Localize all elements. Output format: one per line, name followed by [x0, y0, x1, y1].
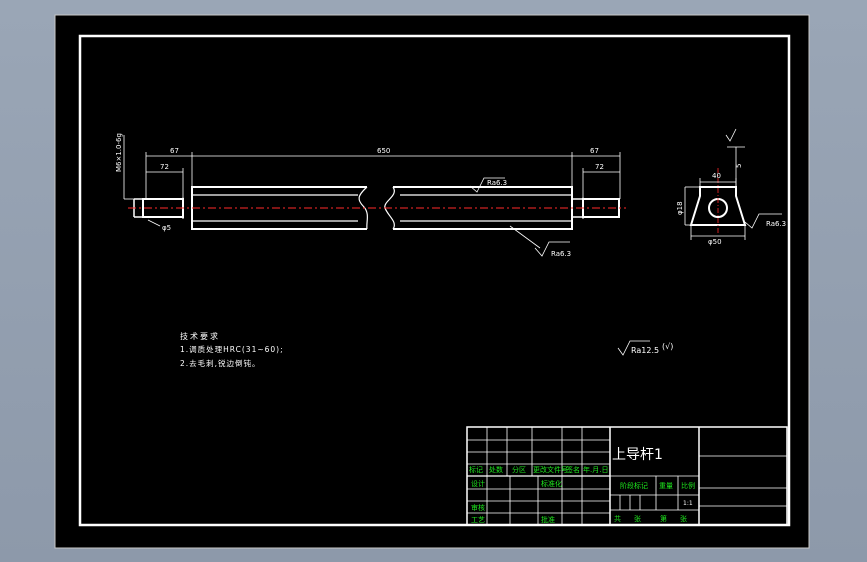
- general-roughness: Ra12.5 (√): [617, 340, 673, 356]
- dim-section-width: 40: [712, 172, 721, 180]
- tb-header-3: 更改文件号: [533, 465, 568, 474]
- tb-approve: 批准: [541, 515, 555, 524]
- section-view: [684, 128, 782, 240]
- main-part-view: [128, 186, 626, 230]
- sheet-inner-frame: [78, 34, 791, 527]
- dim-top-left: 67: [170, 147, 179, 155]
- tb-review: 审核: [471, 503, 485, 512]
- tb-header-0: 标记: [469, 465, 483, 474]
- tb-scale-value: 1:1: [683, 500, 693, 507]
- notes-line-1: 1.调质处理HRC(31~60);: [180, 344, 284, 354]
- tb-design: 设计: [471, 479, 485, 488]
- tb-header-4: 签名: [566, 465, 580, 474]
- general-roughness-value: Ra12.5: [631, 346, 659, 355]
- dim-left-end-dia: φ5: [162, 224, 171, 232]
- dim-left-short: 72: [160, 163, 169, 171]
- title-block: [466, 426, 788, 526]
- part-name: 上导杆1: [612, 447, 663, 463]
- tb-header-5: 年.月.日: [583, 465, 608, 474]
- section-texts: 40 5 φ18 φ50 Ra6.3: [676, 164, 786, 246]
- dim-top-right: 67: [590, 147, 599, 155]
- tb-header-1: 处数: [489, 465, 503, 474]
- tb-sheet-total: 共: [614, 514, 621, 523]
- dim-total-length: 650: [377, 147, 390, 155]
- notes-line-2: 2.去毛刺,锐边倒钝。: [180, 358, 261, 368]
- roughness-top: Ra6.3: [487, 179, 507, 187]
- main-dimension-texts: 67 650 67 72 72 φ5 M6×1.0-6g Ra6.3 Ra6.3: [115, 133, 604, 258]
- general-roughness-paren: (√): [662, 342, 673, 351]
- tb-sheet-no: 第: [660, 514, 667, 523]
- tb-process: 工艺: [471, 516, 485, 524]
- tb-header-2: 分区: [512, 465, 526, 474]
- tb-scale-label: 比例: [681, 481, 695, 490]
- dim-right-short: 72: [595, 163, 604, 171]
- technical-notes: 技术要求 1.调质处理HRC(31~60); 2.去毛刺,锐边倒钝。: [180, 331, 284, 368]
- notes-title: 技术要求: [180, 331, 220, 341]
- main-dimensions: [123, 135, 621, 257]
- tb-standardize: 标准化: [541, 479, 562, 488]
- tb-stage-mark: 阶段标记: [620, 481, 648, 490]
- dim-section-bore: φ50: [708, 238, 722, 246]
- title-block-texts: 上导杆1 标记 处数 分区 更改文件号 签名 年.月.日 设计 标准化 审核 工…: [469, 447, 695, 524]
- dim-section-height: 5: [735, 164, 743, 168]
- dim-thread: M6×1.0-6g: [115, 133, 123, 172]
- tb-sheet-total-unit: 张: [634, 514, 641, 523]
- tb-weight: 重量: [659, 482, 673, 490]
- sheet-outer-frame: [54, 14, 810, 549]
- roughness-bottom: Ra6.3: [551, 250, 571, 258]
- roughness-section: Ra6.3: [766, 220, 786, 228]
- tb-sheet-no-unit: 张: [680, 514, 687, 523]
- dim-section-tolerance: φ18: [676, 201, 684, 215]
